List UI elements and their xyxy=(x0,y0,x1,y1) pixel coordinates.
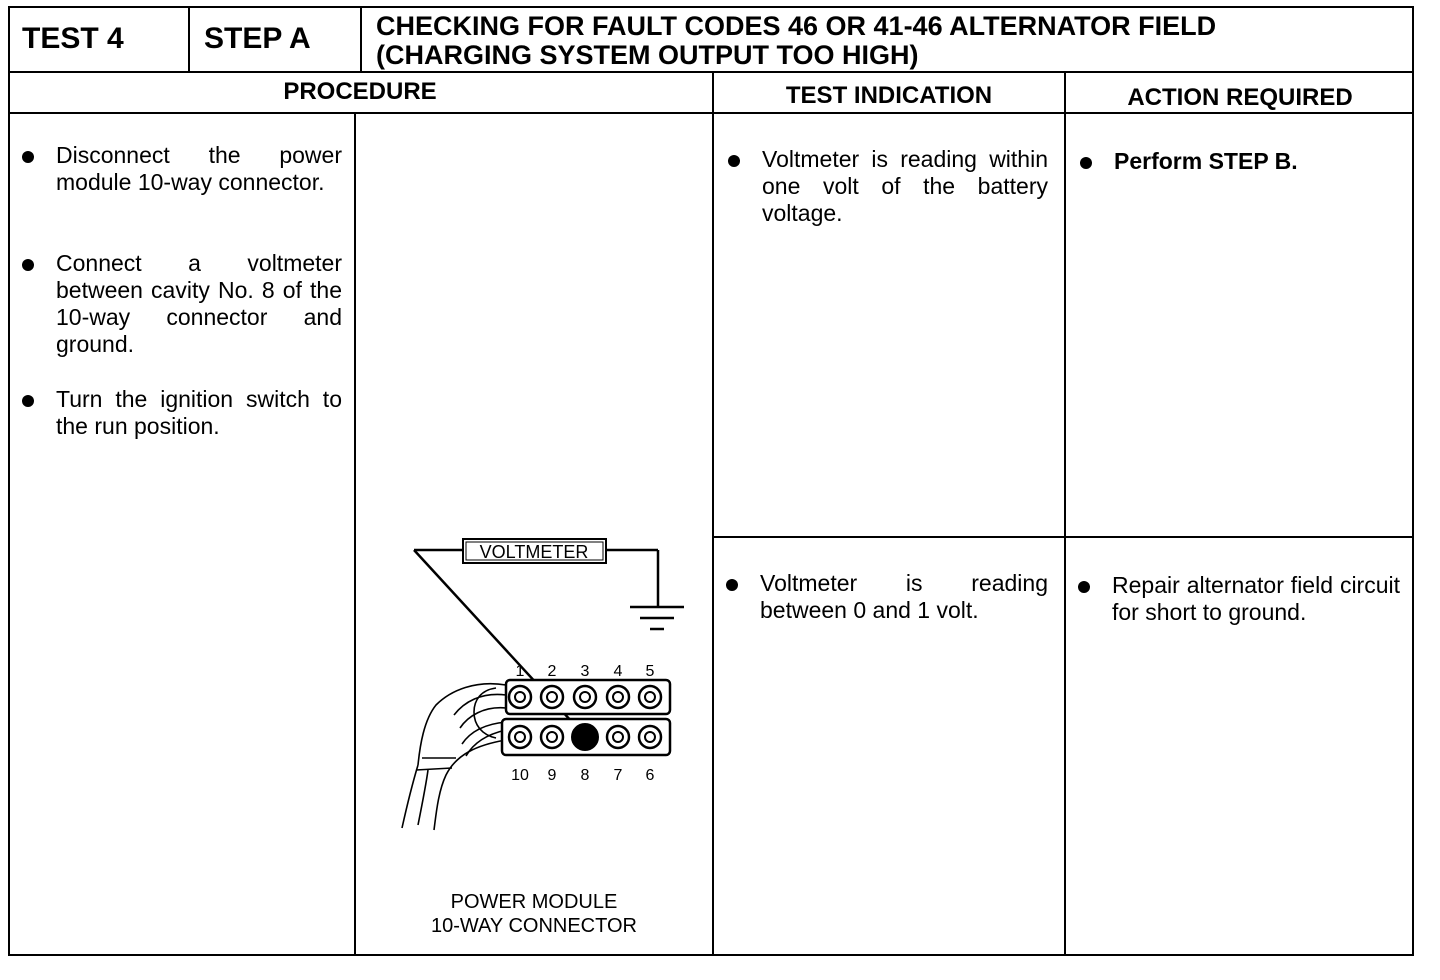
row-divider xyxy=(712,536,1414,538)
pin-number: 3 xyxy=(581,663,590,680)
procedure-column-divider xyxy=(712,73,714,956)
header-divider xyxy=(8,71,1414,73)
pin-number: 5 xyxy=(646,663,655,680)
indication-row-2: Voltmeter is reading between 0 and 1 vol… xyxy=(726,570,1048,624)
header-divider-2 xyxy=(360,6,362,72)
pin-number: 4 xyxy=(614,663,623,680)
bullet-icon xyxy=(22,151,34,163)
procedure-step-2: Connect a voltmeter between cavity No. 8… xyxy=(22,250,342,358)
ground-icon xyxy=(630,605,684,631)
cavity-8-probe xyxy=(571,723,599,751)
title-line-1: CHECKING FOR FAULT CODES 46 OR 41-46 ALT… xyxy=(376,11,1217,41)
pin-number: 1 xyxy=(516,663,525,680)
title-line-2: (CHARGING SYSTEM OUTPUT TOO HIGH) xyxy=(376,40,919,70)
header-divider-1 xyxy=(188,6,190,72)
diagram-caption: POWER MODULE 10-WAY CONNECTOR xyxy=(431,891,637,937)
procedure-step-1: Disconnect the power module 10-way conne… xyxy=(22,142,342,196)
action-row-1: Perform STEP B. xyxy=(1080,148,1400,175)
procedure-column-header: PROCEDURE xyxy=(283,78,437,105)
pin-number: 2 xyxy=(548,663,557,680)
pin-number: 10 xyxy=(511,767,529,784)
wire-harness-icon xyxy=(401,682,507,831)
test-number: TEST 4 xyxy=(22,22,124,55)
indication-column-divider xyxy=(1064,73,1066,956)
step-label: STEP A xyxy=(204,22,311,55)
connector-diagram: VOLTMETER 1 2 3 4 5 xyxy=(401,538,684,831)
cavity-row-bottom xyxy=(507,723,663,751)
pin-number: 6 xyxy=(646,767,655,784)
bullet-icon xyxy=(1078,581,1090,593)
test-title: CHECKING FOR FAULT CODES 46 OR 41-46 ALT… xyxy=(362,6,1412,72)
test-table-frame xyxy=(8,6,1414,956)
column-header-divider xyxy=(8,112,1414,114)
bullet-icon xyxy=(22,259,34,271)
indication-column-header: TEST INDICATION xyxy=(785,82,993,109)
cavity-row-top xyxy=(507,684,663,710)
action-column-header: ACTION REQUIRED xyxy=(1127,84,1353,111)
pin-number: 8 xyxy=(581,767,590,784)
action-row-2: Repair alternator field circuit for shor… xyxy=(1078,572,1400,626)
voltmeter-label: VOLTMETER xyxy=(480,542,589,562)
procedure-diagram-divider xyxy=(354,114,356,956)
bullet-icon xyxy=(726,579,738,591)
voltmeter-icon: VOLTMETER xyxy=(462,538,607,564)
indication-row-1: Voltmeter is reading within one volt of … xyxy=(728,146,1048,227)
bullet-icon xyxy=(728,155,740,167)
bullet-icon xyxy=(1080,157,1092,169)
bullet-icon xyxy=(22,395,34,407)
procedure-step-3: Turn the ignition switch to the run posi… xyxy=(22,386,342,440)
pin-number: 9 xyxy=(548,767,557,784)
pin-number: 7 xyxy=(614,767,623,784)
